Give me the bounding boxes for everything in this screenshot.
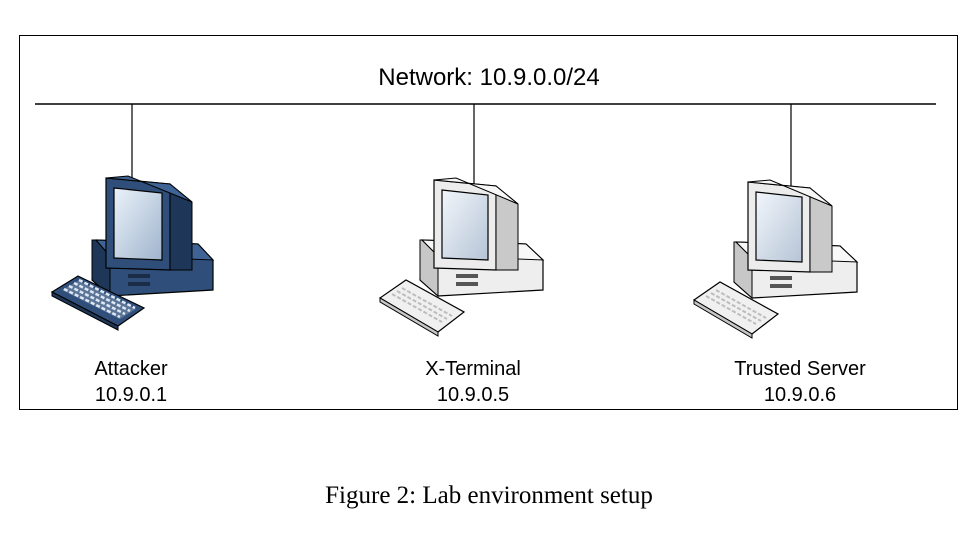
trusted-server-computer-icon: [692, 179, 859, 339]
trusted-server-ip: 10.9.0.6: [763, 384, 837, 406]
x-terminal-label-group: X-Terminal 10.9.0.5: [373, 356, 573, 408]
attacker-ip: 10.9.0.1: [94, 384, 168, 406]
attacker-computer-icon: [50, 175, 215, 331]
diagram-frame: [19, 35, 958, 410]
attacker-label-group: Attacker 10.9.0.1: [31, 356, 231, 408]
trusted-server-label-group: Trusted Server 10.9.0.6: [700, 356, 900, 408]
network-label: Network: 10.9.0.0/24: [378, 64, 600, 91]
x-terminal-computer-icon: [378, 177, 545, 337]
attacker-name: Attacker: [94, 358, 168, 380]
x-terminal-name: X-Terminal: [425, 358, 521, 380]
x-terminal-ip: 10.9.0.5: [436, 384, 510, 406]
trusted-server-name: Trusted Server: [734, 358, 866, 380]
figure-caption: Figure 2: Lab environment setup: [325, 482, 653, 509]
